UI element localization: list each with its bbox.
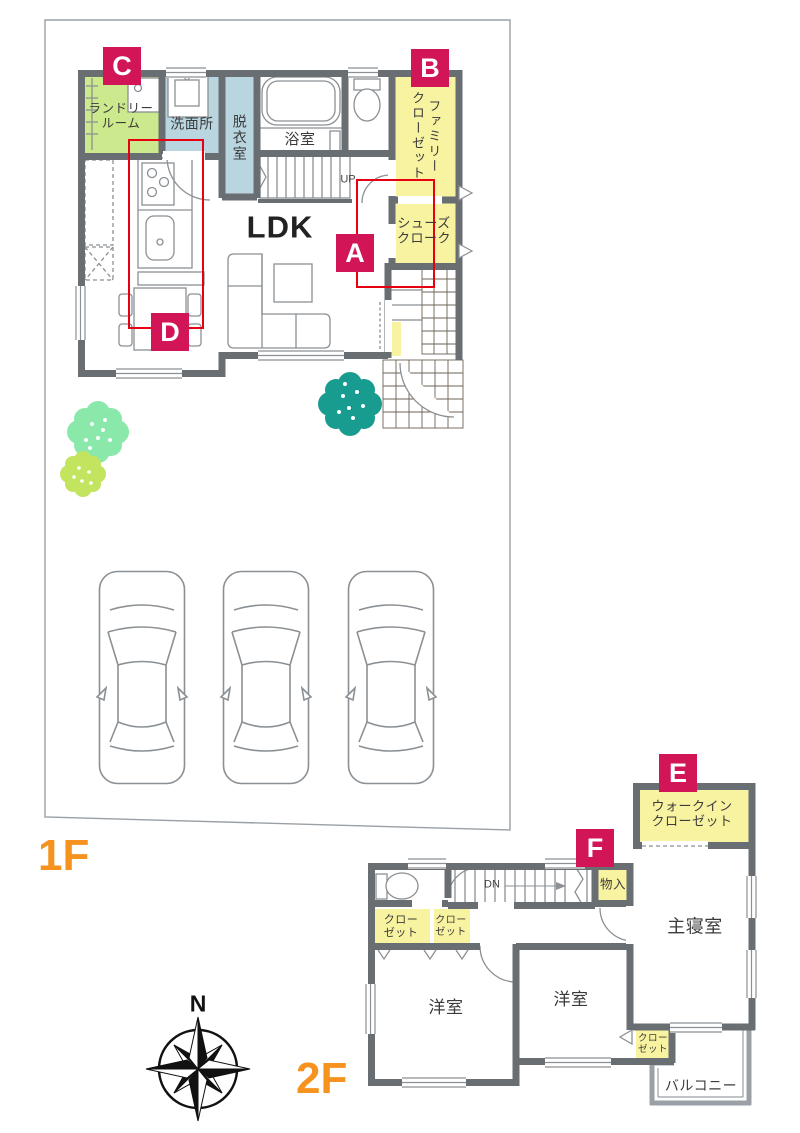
f2-fixtures	[375, 864, 634, 1046]
laundry-rack-icon	[86, 78, 98, 150]
exterior-door-arrow	[458, 242, 474, 260]
marker-f: F	[576, 829, 614, 867]
stairs-down-label: DN	[484, 878, 500, 891]
door-arc	[479, 945, 517, 983]
room-label-ldk: LDK	[246, 209, 314, 245]
room-label-balcony: バルコニー	[664, 1077, 738, 1094]
room-label-closet-left: クロー ゼット	[383, 914, 419, 939]
exterior-door-arrow	[458, 184, 474, 202]
room-label-western-left: 洋室	[428, 997, 464, 1017]
tree-icon	[67, 401, 129, 463]
pantry-shelf-icon	[84, 159, 114, 281]
car-icon	[345, 570, 437, 785]
room-label-master-bedroom: 主寝室	[667, 916, 723, 937]
kitchen-sink-icon	[145, 215, 175, 261]
sofa-icon	[227, 253, 331, 349]
room-label-family-closet: ファミリー クローゼット	[410, 91, 442, 181]
door-arc	[361, 174, 391, 204]
compass-icon	[145, 1016, 251, 1122]
compass-north-label: N	[189, 990, 207, 1017]
f2-windows	[365, 841, 757, 1088]
car-icon	[96, 570, 188, 785]
room-label-storage: 物入	[599, 877, 627, 892]
room-label-laundry: ランドリー ルーム	[88, 101, 154, 130]
toilet-icon	[353, 78, 381, 122]
marker-c: C	[103, 47, 141, 85]
room-label-bath: 浴室	[284, 131, 316, 149]
room-label-dressing: 脱衣室	[231, 114, 248, 162]
tree-icon	[318, 372, 382, 436]
genkan-tiles	[421, 265, 460, 355]
marker-d: D	[151, 313, 189, 351]
car-icon	[220, 570, 312, 785]
f1-fixtures	[84, 74, 464, 429]
marker-a: A	[336, 234, 374, 272]
closet-door-marks	[377, 949, 469, 961]
genkan-closet-icon	[389, 289, 425, 321]
room-label-shoes-cloak: シューズ クローク	[396, 215, 452, 246]
stairs-down-icon	[454, 864, 588, 907]
f1-windows	[75, 67, 474, 379]
tree-icon	[60, 451, 106, 497]
stairs-up-icon	[259, 155, 351, 199]
room-label-western-right: 洋室	[553, 989, 589, 1009]
room-label-walkin-closet: ウォークイン クローゼット	[651, 798, 733, 829]
washbasin-icon	[167, 74, 209, 118]
marker-e: E	[659, 754, 697, 792]
f2-room-fills	[374, 786, 753, 1062]
living-table-icon	[273, 263, 313, 303]
toilet-icon	[375, 872, 419, 900]
marker-b: B	[411, 49, 449, 87]
floor-label-2f: 2F	[296, 1054, 348, 1103]
highlight-rect-a	[356, 179, 435, 288]
room-label-washroom: 洗面所	[170, 115, 214, 132]
kitchen-island-icon	[137, 271, 205, 286]
entrance-door-arc	[399, 362, 455, 418]
closet-door-arrow	[618, 1028, 633, 1046]
room-label-closet-small: クロー ゼット	[637, 1032, 669, 1055]
site-boundary	[44, 19, 511, 831]
room-label-closet-mid: クロー ゼット	[435, 915, 467, 938]
stairs-up-label: UP	[340, 173, 356, 186]
floor-label-1f: 1F	[38, 831, 90, 880]
